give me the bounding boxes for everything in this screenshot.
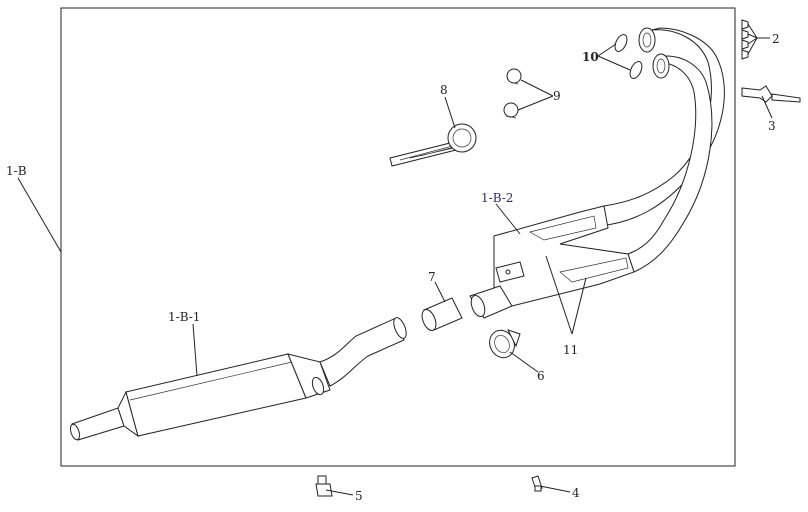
label-part-6: 6 (537, 369, 545, 383)
gasket-part-upper[interactable] (613, 33, 630, 54)
label-part-9: 9 (553, 89, 561, 103)
label-part-8: 8 (440, 83, 448, 97)
bolt-set-part[interactable] (741, 19, 749, 60)
label-part-7: 7 (428, 270, 436, 284)
label-part-2: 2 (772, 32, 780, 46)
cap-part-upper[interactable] (506, 68, 522, 85)
label-part-11: 11 (563, 343, 578, 357)
assembly-frame (60, 7, 736, 467)
sensor-part[interactable] (741, 85, 801, 103)
leader-lines (17, 23, 773, 496)
label-part-3: 3 (768, 119, 776, 133)
flange-bolt-part[interactable] (315, 475, 333, 497)
label-part-4: 4 (572, 486, 580, 500)
bolt-part[interactable] (531, 475, 543, 492)
heat-wrap-part[interactable] (389, 123, 477, 167)
label-header: 1-B-2 (481, 191, 513, 205)
header-part[interactable] (469, 27, 725, 319)
clamp-part[interactable] (485, 326, 521, 362)
cap-part-lower[interactable] (503, 102, 519, 119)
label-part-5: 5 (355, 489, 363, 503)
sleeve-part[interactable] (419, 297, 463, 332)
label-part-10: 10 (582, 50, 599, 64)
label-muffler: 1-B-1 (168, 310, 200, 324)
muffler-part[interactable] (69, 316, 409, 441)
label-assembly: 1-B (6, 164, 27, 178)
gasket-part-lower[interactable] (628, 60, 645, 81)
